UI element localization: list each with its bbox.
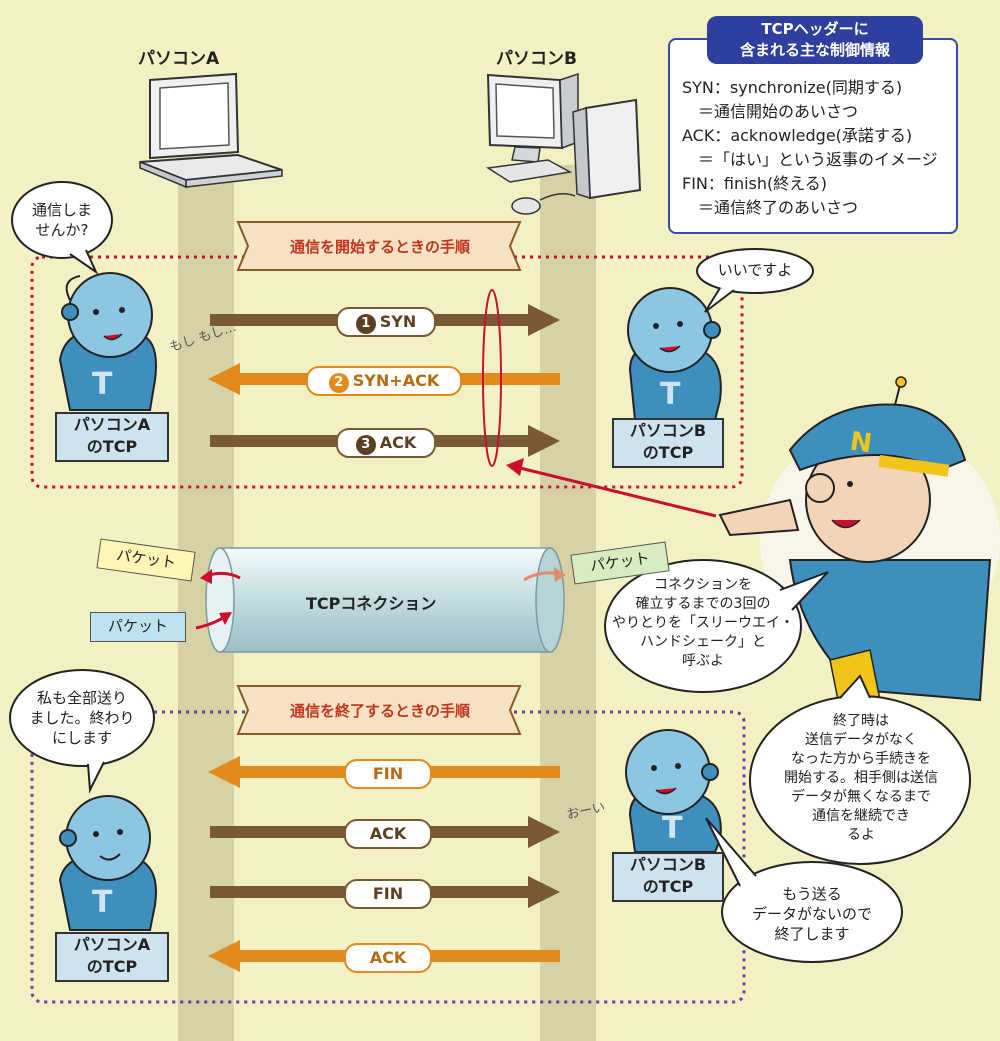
info-title-line-1: TCPヘッダーに	[761, 20, 869, 38]
bubble-handshake	[604, 559, 829, 693]
end-guide-line-6: 通信を継続でき	[812, 808, 910, 824]
step-3-text: ACK	[379, 433, 417, 452]
tcp-b-end-label: パソコンB のTCP	[612, 852, 724, 902]
bubble-b-end-text: もう送る データがないので 終了します	[732, 884, 892, 944]
svg-text:T: T	[660, 377, 681, 412]
end-ribbon	[236, 685, 522, 735]
bubble-b-end	[705, 817, 903, 963]
step-1-text: SYN	[379, 312, 417, 331]
tcp-b-end-line-2: のTCP	[642, 877, 694, 896]
pointer-arrow	[506, 458, 717, 518]
info-box-title: TCPヘッダーに 含まれる主な制御情報	[707, 16, 923, 64]
handshake-line-1: コネクションを	[654, 577, 752, 593]
step-2-number: 2	[328, 373, 349, 393]
tcp-a-end-line-2: のTCP	[86, 957, 138, 976]
info-syn: SYN：synchronize(同期する)	[682, 78, 903, 97]
tcp-b-end-line-1: パソコンB	[629, 855, 707, 874]
bubble-a-start-line-1: 通信しま	[31, 201, 92, 219]
laptop-icon	[139, 72, 283, 189]
info-fin-desc: ＝通信終了のあいさつ	[698, 198, 859, 217]
info-fin: FIN：finish(終える)	[682, 174, 828, 193]
handshake-line-4: ハンドシェーク」と	[640, 634, 766, 650]
step-3-number: 3	[355, 435, 376, 455]
tcp-connection-pipe	[205, 547, 565, 653]
svg-text:T: T	[92, 367, 113, 402]
computer-a-label: パソコンA	[138, 49, 220, 69]
handshake-line-3: やりとりを「スリーウエイ・	[612, 615, 794, 631]
tcp-a-end-label: パソコンA のTCP	[55, 932, 169, 982]
tcp-character-a-end: T	[58, 795, 157, 931]
bubble-a-start	[11, 181, 113, 275]
handshake-line-5: 呼ぶよ	[682, 653, 724, 669]
tcp-a-start-line-2: のTCP	[86, 437, 138, 456]
info-syn-desc: ＝通信開始のあいさつ	[698, 102, 859, 121]
info-ack-desc: ＝「はい」という返事のイメージ	[698, 150, 938, 169]
end-step-4-label: ACK	[344, 943, 432, 973]
start-ribbon-label: 通信を開始するときの手順	[289, 238, 470, 256]
tcp-a-start-line-1: パソコンA	[73, 415, 151, 434]
end-guide-line-1: 終了時は	[833, 713, 889, 729]
handshake-highlight	[482, 289, 502, 467]
end-step-1-label: FIN	[344, 759, 432, 789]
info-title-line-2: 含まれる主な制御情報	[739, 41, 890, 59]
bubble-a-end-line-3: にします	[51, 729, 112, 747]
bubble-a-end-line-2: ました。終わり	[29, 709, 135, 727]
bubble-b-end-line-3: 終了します	[774, 925, 850, 943]
svg-text:T: T	[92, 885, 113, 920]
tcp-character-a-start: T	[58, 272, 157, 411]
step-1-number: 1	[355, 314, 376, 334]
bubble-b-end-line-2: データがないので	[751, 905, 872, 923]
bubble-b-start	[696, 248, 814, 313]
packet-in-left: パケット	[90, 612, 186, 642]
end-ribbon-label: 通信を終了するときの手順	[289, 702, 470, 720]
end-guide-line-4: 開始する。相手側は送信	[784, 770, 938, 786]
tcp-b-start-line-2: のTCP	[642, 443, 694, 462]
svg-text:T: T	[662, 811, 683, 846]
tcp-b-start-label: パソコンB のTCP	[612, 418, 724, 468]
end-guide-line-2: 送信データがなく	[805, 732, 917, 748]
desktop-computer-icon	[485, 72, 642, 215]
tcp-character-b-end: T	[625, 729, 722, 853]
end-guide-line-3: なった方から手続きを	[791, 751, 931, 767]
end-guide-line-5: データが無くなるまで	[791, 789, 931, 805]
step-2-text: SYN+ACK	[352, 371, 440, 390]
info-ack: ACK：acknowledge(承諾する)	[682, 126, 913, 145]
bubble-end-guide	[749, 674, 971, 865]
bubble-a-end-line-1: 私も全部送り	[36, 689, 127, 707]
tcp-connection-label: TCPコネクション	[306, 594, 437, 613]
tcp-character-b-start: T	[627, 287, 722, 421]
guide-hat-letter: N	[848, 426, 874, 460]
end-guide-bubble-text: 終了時は 送信データがなく なった方から手続きを 開始する。相手側は送信 データ…	[756, 712, 966, 845]
end-step-3-label: FIN	[344, 879, 432, 909]
tcp-a-end-line-1: パソコンA	[73, 935, 151, 954]
tcp-b-start-line-1: パソコンB	[629, 421, 707, 440]
bubble-b-end-line-1: もう送る	[782, 885, 842, 903]
handshake-line-2: 確立するまでの3回の	[635, 596, 771, 612]
control-info-box	[668, 38, 958, 234]
guide-character	[718, 376, 1000, 711]
bubble-a-end-text: 私も全部送り ました。終わり にします	[14, 688, 150, 748]
computer-b-label: パソコンB	[496, 49, 577, 69]
end-guide-line-7: るよ	[847, 827, 875, 843]
handshake-bubble-text: コネクションを 確立するまでの3回の やりとりを「スリーウエイ・ ハンドシェーク…	[610, 576, 796, 671]
bubble-b-start-text: いいですよ	[717, 261, 793, 279]
bubble-a-start-text: 通信しま せんか?	[20, 200, 104, 240]
bubble-a-end	[9, 669, 155, 794]
end-step-2-label: ACK	[344, 819, 432, 849]
tcp-a-start-label: パソコンA のTCP	[55, 412, 169, 462]
bubble-a-start-line-2: せんか?	[35, 221, 89, 239]
start-ribbon	[236, 221, 522, 271]
